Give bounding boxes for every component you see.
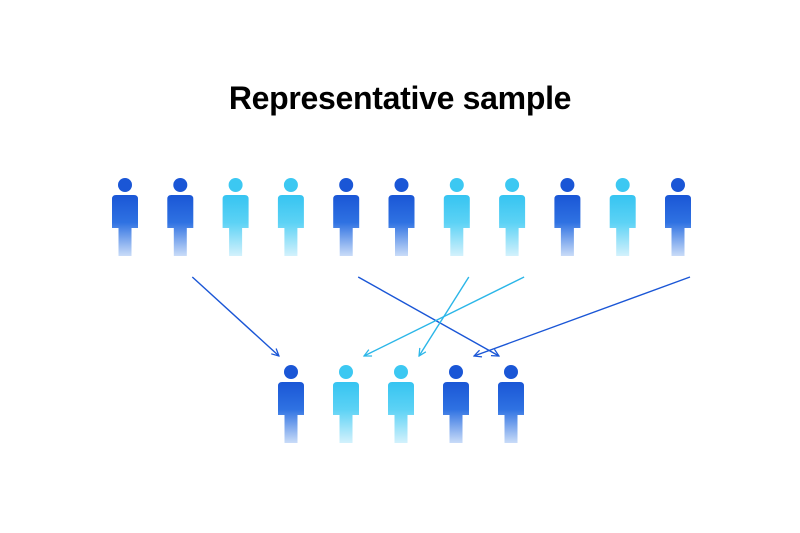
population-person-icon	[499, 178, 526, 256]
population-person-icon	[277, 178, 304, 256]
sample-person-icon	[388, 365, 414, 443]
population-person-icon	[388, 178, 415, 256]
population-person-icon	[222, 178, 249, 256]
selection-arrows	[191, 276, 691, 356]
population-person-icon	[112, 178, 138, 256]
population-person-icon	[609, 178, 636, 256]
diagram-title: Representative sample	[228, 80, 572, 116]
population-row	[112, 178, 691, 256]
selection-arrow	[474, 276, 691, 356]
population-person-icon	[167, 178, 194, 256]
population-person-icon	[443, 178, 470, 256]
population-person-icon	[333, 178, 360, 256]
sample-person-icon	[443, 365, 469, 443]
sample-person-icon	[278, 365, 304, 443]
population-person-icon	[665, 178, 691, 256]
selection-arrow	[364, 276, 525, 356]
selection-arrow	[357, 276, 499, 356]
sample-person-icon	[498, 365, 524, 443]
sample-person-icon	[333, 365, 359, 443]
sample-row	[278, 365, 524, 443]
selection-arrow	[191, 276, 279, 356]
population-person-icon	[554, 178, 581, 256]
